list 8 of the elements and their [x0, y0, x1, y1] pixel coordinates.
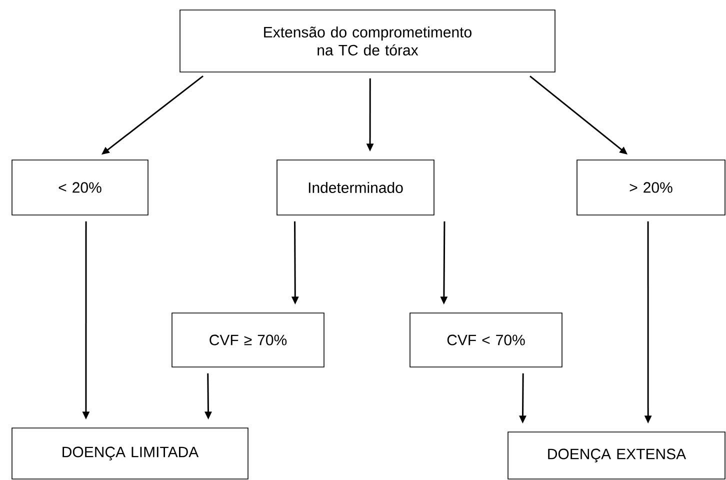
process-box: Indeterminado [276, 160, 434, 216]
process-box: CVF < 70% [410, 312, 562, 368]
process-box: Extensão do comprometimento na TC de tórax [180, 10, 556, 72]
process-box: CVF ≥ 70% [172, 312, 324, 368]
process-box: < 20% [12, 160, 148, 216]
process-box: DOENÇA EXTENSA [508, 432, 726, 480]
process-box: DOENÇA LIMITADA [12, 428, 248, 480]
process-box: > 20% [576, 160, 726, 216]
